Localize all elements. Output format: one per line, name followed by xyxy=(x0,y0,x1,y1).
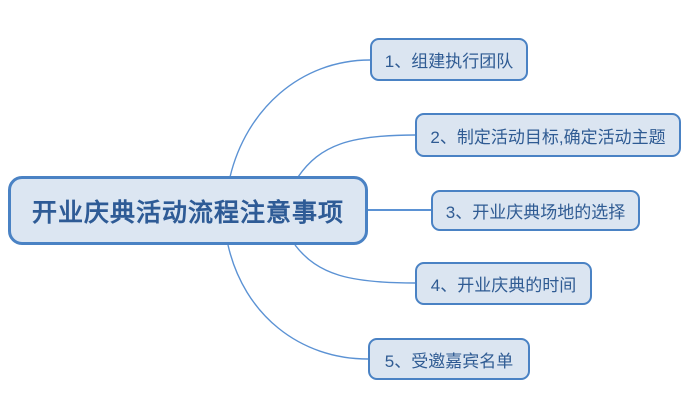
connector-to-branch-1 xyxy=(229,59,371,178)
branch-node-5[interactable]: 5、受邀嘉宾名单 xyxy=(368,338,530,380)
connector-to-branch-5 xyxy=(227,244,369,360)
branch-node-1[interactable]: 1、组建执行团队 xyxy=(370,38,528,81)
connector-to-branch-4 xyxy=(294,244,416,284)
connector-to-branch-2 xyxy=(297,134,416,178)
central-node[interactable]: 开业庆典活动流程注意事项 xyxy=(8,176,368,245)
branch-node-3[interactable]: 3、开业庆典场地的选择 xyxy=(431,190,640,231)
branch-node-2[interactable]: 2、制定活动目标,确定活动主题 xyxy=(415,113,681,157)
branch-node-4[interactable]: 4、开业庆典的时间 xyxy=(415,262,592,305)
